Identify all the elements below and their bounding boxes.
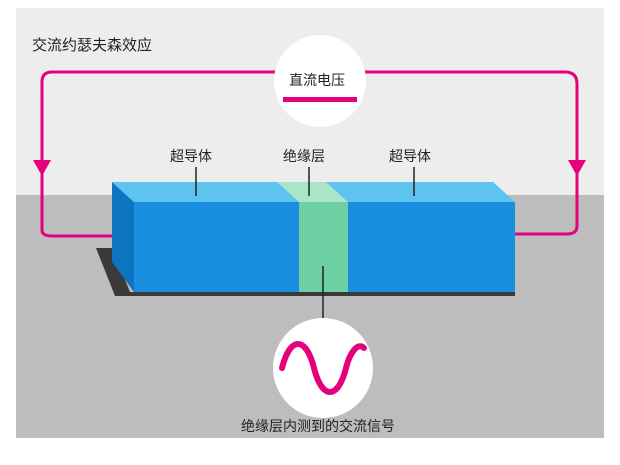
wire-left <box>40 70 286 238</box>
diagram-title: 交流约瑟夫森效应 <box>32 36 153 54</box>
wire-right <box>354 70 579 236</box>
block-side-face <box>112 182 134 292</box>
superconductor-right-label: 超导体 <box>389 149 431 165</box>
superconductor-left-label: 超导体 <box>170 149 212 165</box>
arrow-down-icon <box>568 160 586 176</box>
sine-wave-icon <box>279 341 367 395</box>
dc-voltage-label: 直流电压 <box>289 73 345 89</box>
insulator-top-face <box>277 182 348 202</box>
dc-badge <box>274 35 366 127</box>
arrow-down-icon <box>33 160 51 176</box>
dc-line-icon <box>283 97 357 102</box>
insulator-label: 绝缘层 <box>283 149 325 165</box>
ac-badge <box>273 318 373 418</box>
ac-signal-label: 绝缘层内测到的交流信号 <box>241 419 395 435</box>
